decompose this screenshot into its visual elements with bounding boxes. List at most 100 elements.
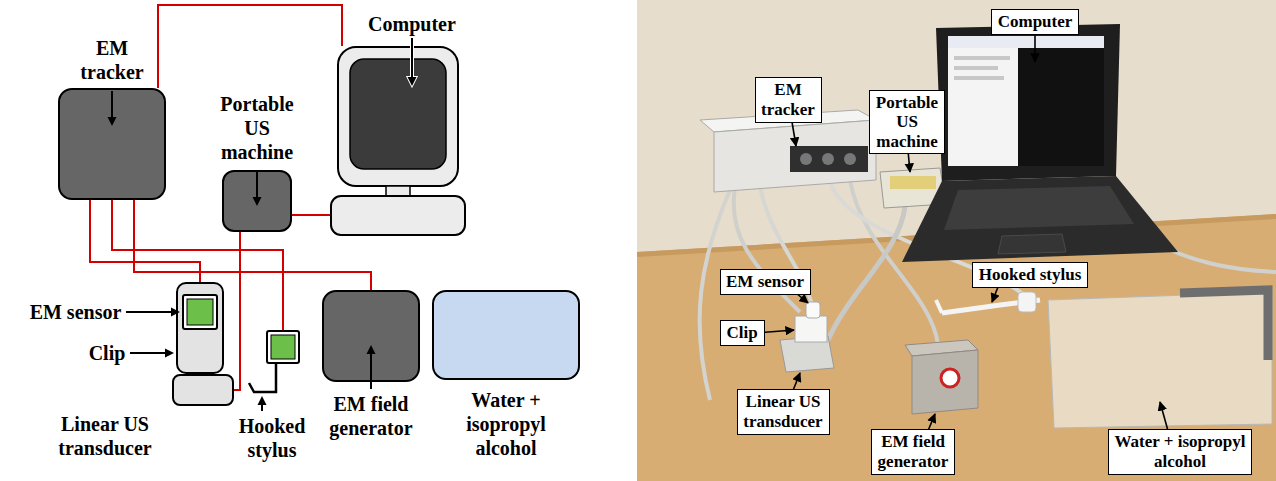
stylus-sensor: Hooked stylus bbox=[266, 330, 300, 364]
sensor-coil bbox=[271, 335, 295, 359]
pointer-arrow-head bbox=[408, 77, 417, 86]
wall bbox=[637, 0, 1276, 481]
laptop-lid bbox=[936, 24, 1120, 181]
callout-text: Portable US machine bbox=[875, 93, 939, 152]
laptop-touchpad bbox=[998, 234, 1066, 254]
tracker-port bbox=[822, 153, 834, 165]
pointer-arrow bbox=[111, 91, 113, 117]
generator-box: EM field generator bbox=[322, 290, 420, 382]
clip-shape: EM sensorClip bbox=[176, 282, 224, 374]
pointer-arrow-head bbox=[258, 396, 267, 405]
tape bbox=[1180, 290, 1268, 360]
arrow-halo bbox=[410, 38, 414, 77]
clip bbox=[795, 316, 827, 342]
callout-box: Water + isopropyl alcohol bbox=[1108, 429, 1252, 474]
callout-text: Computer bbox=[997, 12, 1073, 32]
stylus-sensor bbox=[1018, 292, 1036, 312]
generator-front bbox=[912, 350, 978, 414]
tracker-port bbox=[800, 153, 812, 165]
leader-arrow bbox=[1034, 30, 1036, 62]
callout-box: EM field generator bbox=[871, 429, 955, 474]
tray bbox=[1048, 292, 1272, 428]
callout-box: Linear US transducer bbox=[737, 389, 830, 434]
node-drawing bbox=[182, 294, 218, 330]
pointer-arrow bbox=[370, 354, 372, 389]
callout-text: EM field generator bbox=[877, 432, 949, 471]
screen-line bbox=[954, 76, 1004, 80]
laptop-screen bbox=[1018, 48, 1104, 166]
callout-text: Water + isopropyl alcohol bbox=[1114, 432, 1246, 471]
us-machine-box: Portable US machine bbox=[222, 170, 292, 232]
laptop-base bbox=[902, 176, 1178, 262]
pointer-arrow bbox=[261, 405, 263, 411]
callout-text: Linear US transducer bbox=[743, 392, 824, 431]
part-label: Hooked stylus bbox=[238, 414, 306, 462]
cable bbox=[828, 206, 905, 340]
callout-text: Clip bbox=[726, 323, 759, 343]
laptop-screen bbox=[948, 36, 1104, 48]
node-drawing bbox=[322, 290, 420, 382]
callout-box: EM tracker bbox=[755, 77, 822, 122]
screen-line bbox=[954, 56, 1010, 60]
node-drawing bbox=[172, 374, 234, 406]
transducer-shape: Linear US transducer bbox=[172, 374, 234, 406]
node-drawing bbox=[266, 330, 300, 364]
laptop-keys bbox=[944, 186, 1134, 230]
pointer-arrow-head bbox=[165, 349, 174, 358]
us-machine-label bbox=[890, 176, 936, 189]
cable-wire bbox=[292, 214, 330, 216]
monitor bbox=[338, 47, 458, 186]
stylus-hook bbox=[936, 300, 942, 313]
part-label: Linear US transducer bbox=[58, 412, 153, 460]
cable-wire bbox=[234, 232, 240, 390]
callout-text: Hooked stylus bbox=[978, 265, 1082, 285]
cable-wire bbox=[90, 200, 200, 294]
node-drawing bbox=[330, 46, 466, 236]
pointer-arrow-head bbox=[171, 308, 180, 317]
callout-text: EM sensor bbox=[726, 272, 805, 292]
callout-box: Clip bbox=[720, 320, 765, 346]
monitor-neck bbox=[386, 186, 410, 196]
sensor-square: EM sensor bbox=[182, 294, 218, 330]
callout-box: Portable US machine bbox=[869, 90, 945, 155]
part-label: Portable US machine bbox=[220, 92, 295, 164]
computer-icon: Computer bbox=[330, 46, 466, 236]
screen-line bbox=[954, 66, 998, 70]
pointer-arrow bbox=[130, 352, 165, 354]
pointer-arrow-head bbox=[367, 345, 376, 354]
tracker-port bbox=[844, 153, 856, 165]
part-label: Computer bbox=[368, 12, 457, 36]
stylus-hook bbox=[249, 364, 276, 392]
screen bbox=[350, 59, 446, 169]
node-drawing bbox=[222, 170, 292, 232]
sensor-coil bbox=[187, 299, 213, 325]
sensor bbox=[806, 302, 820, 318]
tracker-panel bbox=[790, 146, 868, 172]
tracker-front bbox=[714, 120, 876, 192]
part-label: Water + isopropyl alcohol bbox=[466, 388, 547, 460]
pointer-arrow bbox=[256, 172, 258, 197]
callout-box: EM sensor bbox=[720, 269, 811, 295]
part-label: Clip bbox=[88, 341, 126, 365]
node-drawing bbox=[58, 88, 166, 200]
computer-base bbox=[331, 196, 465, 235]
part-label: EM field generator bbox=[329, 392, 414, 440]
cable bbox=[700, 190, 730, 400]
laptop-screen bbox=[948, 48, 1018, 166]
pointer-arrow bbox=[126, 311, 171, 313]
callout-box: Hooked stylus bbox=[972, 262, 1088, 288]
pointer-arrow bbox=[411, 38, 413, 77]
warning-sticker bbox=[941, 369, 959, 387]
tracker-box: EM tracker bbox=[58, 88, 166, 200]
node-drawing bbox=[432, 290, 580, 380]
part-label: EM sensor bbox=[29, 300, 122, 324]
cable-wire bbox=[158, 5, 342, 88]
pointer-arrow-head bbox=[108, 117, 117, 126]
part-label: EM tracker bbox=[80, 36, 145, 84]
arrow-halo bbox=[408, 77, 417, 86]
callout-text: EM tracker bbox=[761, 80, 816, 119]
